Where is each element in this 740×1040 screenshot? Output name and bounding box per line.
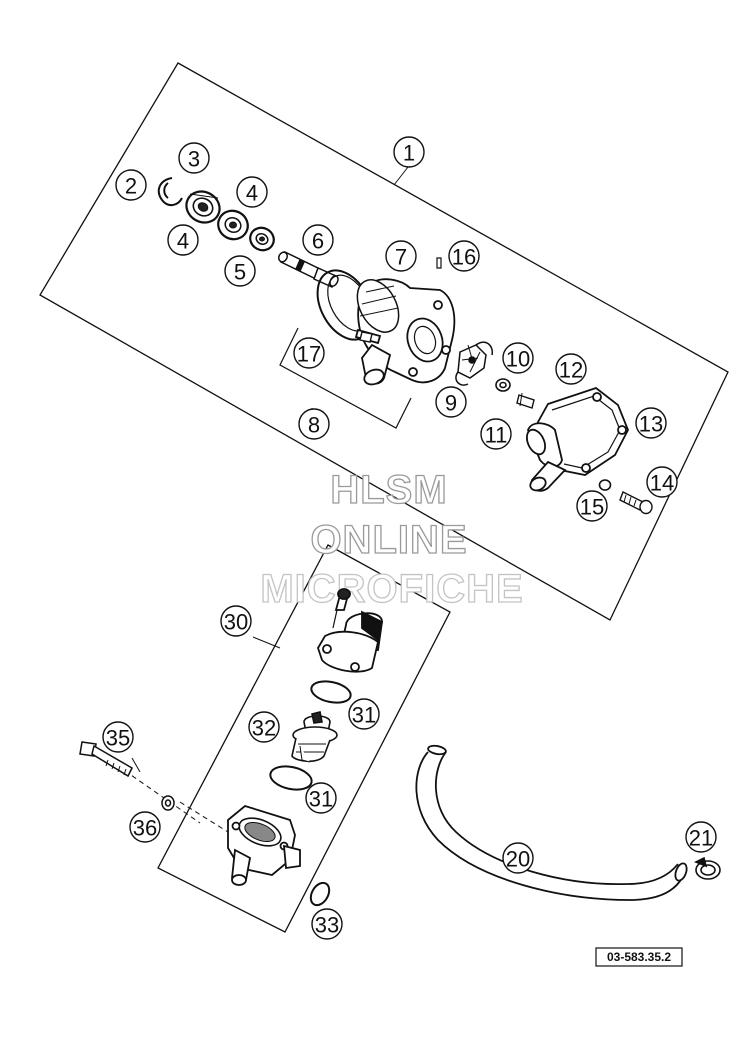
svg-text:17: 17 [297,342,321,367]
mounting-bolt-part [79,741,133,778]
svg-text:9: 9 [445,391,457,416]
housing-o-ring-part [309,881,331,907]
svg-text:35: 35 [106,726,130,751]
callout-36: 36 [129,811,161,843]
svg-text:8: 8 [308,413,320,438]
thermostat-o-ring-part [310,680,352,704]
callout-1: 1 [393,136,425,168]
shaft-seal-part [249,226,275,252]
callout-10: 10 [502,342,534,374]
pump-housing-part [354,278,456,386]
callout-17: 17 [293,337,325,369]
callout-15: 15 [576,490,608,522]
svg-text:33: 33 [315,913,339,938]
callout-12: 12 [555,353,587,385]
small-o-ring-part [598,479,612,491]
callout-31: 31 [305,782,337,814]
cover-screw-part [619,491,653,515]
callout-6: 6 [302,224,334,256]
watermark-line-3: MICROFICHE [260,567,523,611]
callout-8: 8 [298,408,330,440]
svg-text:15: 15 [580,495,604,520]
callout-30: 30 [220,605,252,637]
svg-text:10: 10 [506,347,530,372]
callout-21: 21 [685,821,717,853]
pump-cover-part [526,386,629,492]
washer-part [495,378,511,392]
callout-2: 2 [115,169,147,201]
callout-20: 20 [502,842,534,874]
reference-code-text: 03-583.35.2 [607,950,671,964]
svg-text:14: 14 [650,471,674,496]
impeller-screw-part [516,392,535,409]
circlip-part [157,177,183,206]
svg-text:6: 6 [312,229,324,254]
thermostat-group-frame [157,544,451,933]
callout-16: 16 [448,240,480,272]
hose-clamp-part [694,856,721,880]
callout-32: 32 [248,711,280,743]
shaft-seal-part [217,209,249,241]
callout-4: 4 [167,224,199,256]
callout-35: 35 [102,721,134,753]
callout-5: 5 [224,255,256,287]
callout-9: 9 [435,386,467,418]
svg-text:16: 16 [452,245,476,270]
thermostat-cover-part [317,588,384,673]
svg-text:2: 2 [125,174,137,199]
svg-text:30: 30 [224,610,248,635]
bearing-part [185,190,221,224]
reference-code-label: 03-583.35.2 [595,947,683,967]
svg-text:11: 11 [485,423,508,448]
svg-text:21: 21 [689,826,713,851]
pump-shaft-part [278,250,339,289]
watermark-line-1: HLSM [330,468,447,512]
svg-text:3: 3 [188,147,200,172]
svg-text:31: 31 [352,703,376,728]
thermostat-housing-part [227,804,301,886]
callout-11: 11 [480,418,512,450]
callout-4: 4 [236,176,268,208]
svg-text:32: 32 [252,716,276,741]
watermark: HLSM ONLINE MICROFICHE [260,467,524,611]
svg-text:20: 20 [506,847,530,872]
dowel-pin-part [436,257,442,269]
callout-14: 14 [646,466,678,498]
svg-text:12: 12 [559,358,583,383]
thermostat-o-ring-part [269,765,313,791]
water-pump-group-frame [39,62,729,621]
impeller-part [455,341,494,386]
bolt-washer-part [161,795,175,811]
svg-text:4: 4 [177,229,189,254]
svg-text:5: 5 [234,260,246,285]
svg-text:4: 4 [246,181,258,206]
svg-text:13: 13 [639,412,663,437]
svg-text:7: 7 [395,245,407,270]
callout-3: 3 [178,142,210,174]
callout-33: 33 [311,908,343,940]
callout-31: 31 [348,698,380,730]
drain-nipple-part [359,331,373,343]
watermark-line-2: ONLINE [310,518,467,562]
svg-text:31: 31 [309,787,333,812]
callout-13: 13 [635,407,667,439]
subgroup-8-bracket [279,327,412,429]
thermostat-part [291,711,338,763]
coolant-hose-part [415,744,688,901]
svg-text:1: 1 [403,141,415,166]
svg-text:36: 36 [133,816,157,841]
callout-7: 7 [385,240,417,272]
